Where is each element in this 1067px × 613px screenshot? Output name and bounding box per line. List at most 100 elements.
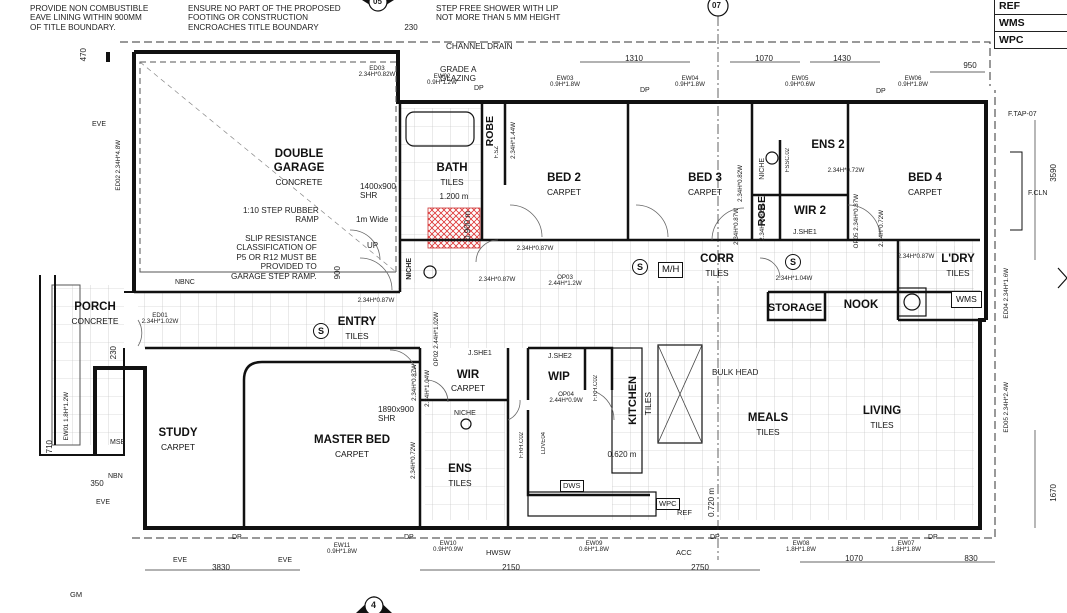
room-study: STUDY bbox=[158, 427, 198, 439]
section-marker-05 bbox=[362, 0, 394, 12]
shower-drain-bath bbox=[423, 265, 437, 279]
room-wir-2: WIR 2 bbox=[794, 205, 826, 217]
door-tag-f: 2.34H*0.72W bbox=[827, 167, 865, 174]
room-master-bed-finish: CARPET bbox=[335, 449, 369, 459]
fss-c02: FSSC.02 bbox=[785, 148, 791, 173]
hatch-shower-bath bbox=[427, 207, 481, 249]
kitchen-island bbox=[657, 344, 703, 444]
door-tag-b: 2.34H*0.87W bbox=[516, 245, 554, 252]
dp-label-5: DP bbox=[404, 534, 414, 541]
room-bed-4-finish: CARPET bbox=[908, 187, 942, 197]
shower-drain-ens bbox=[460, 418, 472, 430]
storage-box bbox=[897, 287, 927, 317]
legend-wms: WMS bbox=[995, 15, 1067, 32]
dim-top-230: 230 bbox=[404, 23, 418, 32]
dim-left-900: 900 bbox=[333, 266, 342, 280]
ldve04: LDVE04 bbox=[541, 432, 547, 455]
dp-label-2: DP bbox=[640, 87, 650, 94]
room-kitchen: KITCHEN bbox=[627, 376, 639, 425]
tiles-corridor bbox=[398, 240, 973, 292]
wpc-box: WPC bbox=[656, 498, 680, 510]
room-wir-finish: CARPET bbox=[451, 383, 485, 393]
room-bath-finish: TILES bbox=[440, 177, 464, 187]
dim-right-3590: 3590 bbox=[1049, 164, 1058, 182]
dim-top-1310: 1310 bbox=[625, 54, 643, 63]
door-tag-c: 2.34H*0.87W bbox=[478, 276, 516, 283]
eve-label-4: EVE bbox=[278, 557, 293, 564]
door-swings bbox=[137, 204, 881, 421]
eve-label-3: EVE bbox=[173, 557, 188, 564]
room-bed-2: BED 2 bbox=[547, 172, 581, 184]
door-tag-m: 2.34H*1.04W bbox=[424, 370, 431, 407]
bath-tub bbox=[405, 111, 475, 147]
section-marker-07 bbox=[707, 0, 729, 560]
door-tag-l: 2.34H*0.72W bbox=[410, 442, 417, 479]
room-wir: WIR bbox=[456, 369, 480, 381]
door-tag-g: 2.34H*0.82W bbox=[737, 165, 744, 202]
dim-left-710: 710 bbox=[45, 440, 54, 454]
eave-line bbox=[120, 41, 991, 86]
room-bed-3: BED 3 bbox=[688, 172, 722, 184]
door-tag-h: 2.34H*0.87W bbox=[897, 253, 935, 260]
legend-table: REF WMS WPC bbox=[994, 0, 1067, 49]
room-entry-finish: TILES bbox=[345, 331, 369, 341]
room-master-bed: MASTER BED bbox=[313, 434, 391, 446]
eve-label-2: EVE bbox=[96, 499, 111, 506]
note-bulk-head: BULK HEAD bbox=[712, 368, 759, 377]
dp-label-4: DP bbox=[232, 534, 242, 541]
room-laundry: L'DRY bbox=[941, 253, 975, 265]
dim-top-1430: 1430 bbox=[833, 54, 851, 63]
dim-right-1670: 1670 bbox=[1049, 484, 1058, 502]
kitchen-bench bbox=[611, 347, 643, 474]
dp-label-6: DP bbox=[710, 534, 720, 541]
tiles-living bbox=[612, 320, 974, 520]
room-robe-1: ROBE bbox=[484, 116, 496, 147]
dim-bottom-2750: 2750 bbox=[691, 563, 709, 572]
steps-right bbox=[1010, 151, 1023, 231]
tiles-ens bbox=[425, 400, 505, 520]
dp-label-7: DP bbox=[928, 534, 938, 541]
niche-bath: NICHE bbox=[406, 258, 413, 280]
door-tag-n: 2.34H*0.72W bbox=[878, 210, 885, 247]
jshe2-wip: J.SHE2 bbox=[548, 353, 572, 360]
room-ens-2: ENS 2 bbox=[811, 139, 845, 151]
legend-wpc: WPC bbox=[995, 32, 1067, 49]
jshe1-wir2: J.SHE1 bbox=[793, 229, 817, 236]
tiles-bath bbox=[400, 108, 482, 283]
cln-label: F.CLN bbox=[1028, 190, 1048, 197]
dim-bottom-3830: 3830 bbox=[212, 563, 230, 572]
shower-drain-ens2 bbox=[765, 151, 779, 165]
door-tag-a: 2.34H*1.44W bbox=[510, 122, 517, 159]
island-cross bbox=[657, 344, 703, 444]
room-bath: BATH bbox=[436, 162, 468, 174]
dim-inner-0620: 0.620 m bbox=[607, 450, 637, 459]
dim-inner-1200: 1.200 m bbox=[439, 192, 469, 201]
dim-top-950: 950 bbox=[963, 61, 977, 70]
dim-bottom-830: 830 bbox=[964, 554, 978, 563]
dimension-lines bbox=[145, 61, 1036, 571]
dim-top-1070: 1070 bbox=[755, 54, 773, 63]
porch-outline bbox=[39, 275, 134, 456]
right-arrow bbox=[1057, 267, 1067, 289]
room-entry: ENTRY bbox=[337, 316, 377, 328]
room-storage: STORAGE bbox=[767, 302, 823, 314]
room-ens-finish: TILES bbox=[448, 478, 472, 488]
note-channel-drain: CHANNEL DRAIN bbox=[446, 42, 513, 51]
room-living: LIVING bbox=[862, 405, 902, 417]
tiles-porch bbox=[52, 285, 124, 445]
room-garage: GARAGE bbox=[273, 162, 325, 174]
nbnc-label: NBNC bbox=[175, 279, 195, 286]
section-marker-4 bbox=[356, 596, 392, 613]
